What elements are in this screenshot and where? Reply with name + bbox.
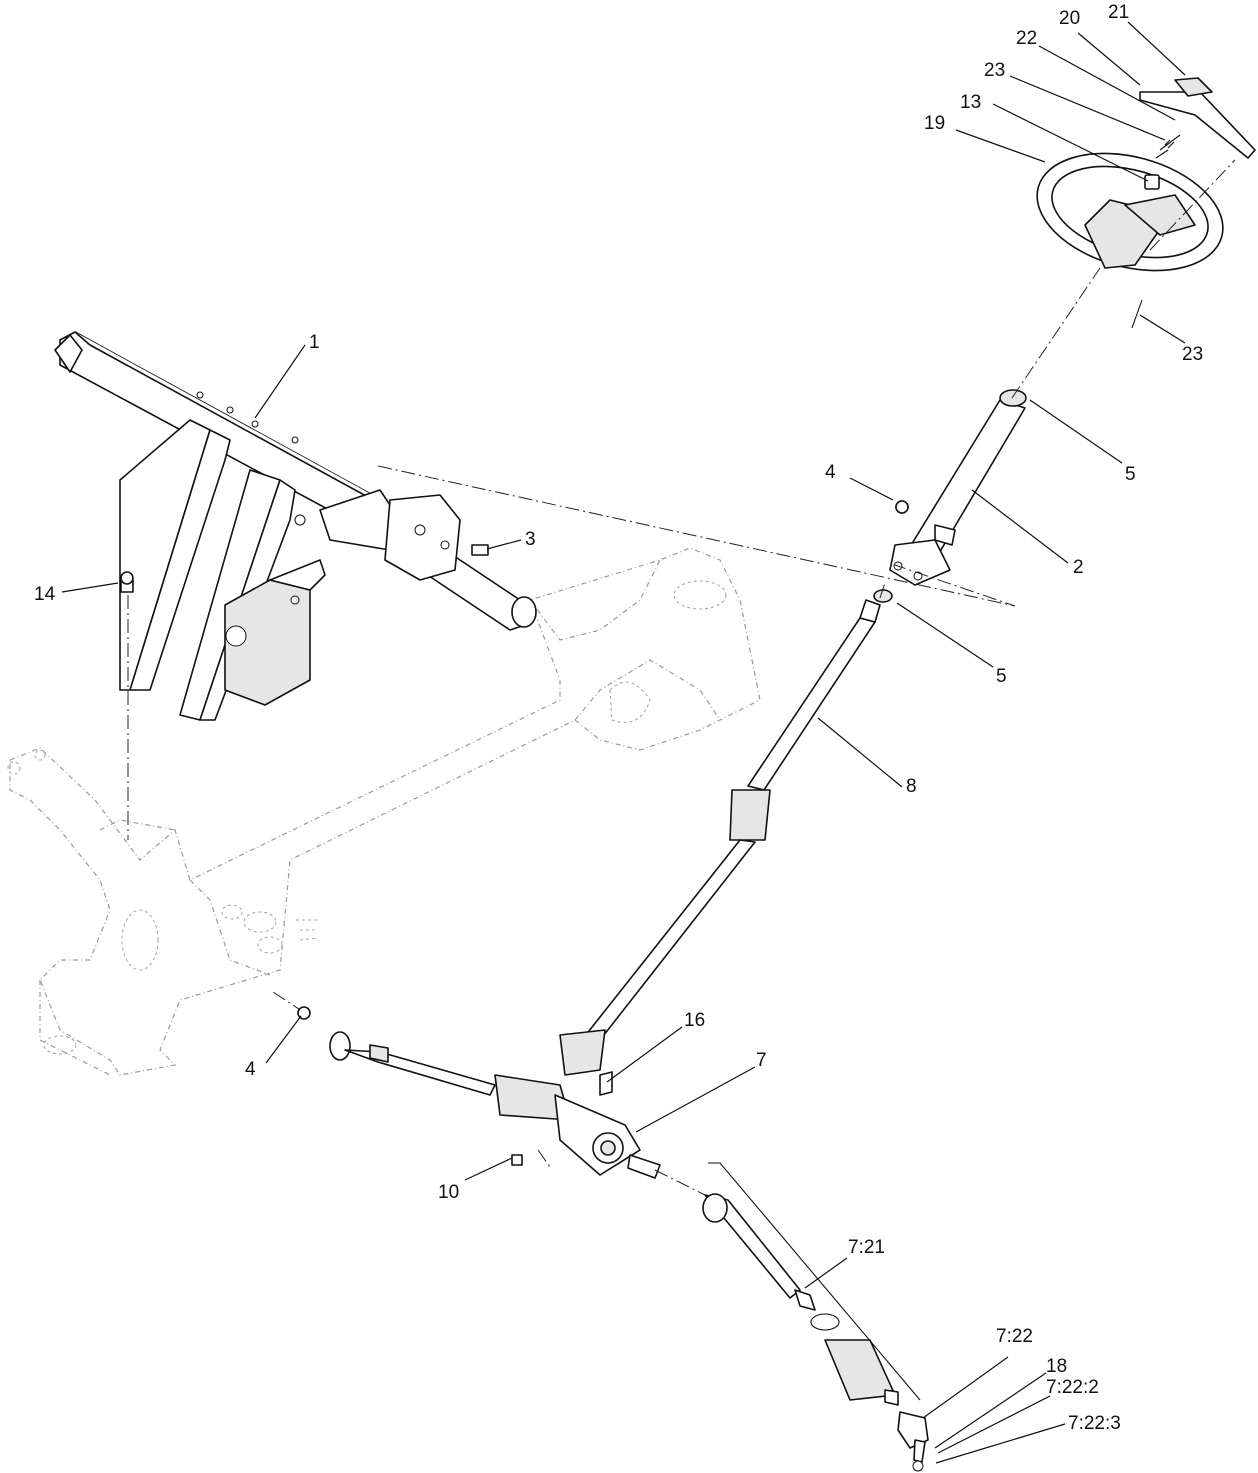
callout-5-lower: 5 xyxy=(996,666,1007,687)
callout-4-frame: 4 xyxy=(245,1059,256,1080)
callout-10: 10 xyxy=(438,1182,459,1203)
callout-1: 1 xyxy=(309,332,320,353)
steering-wheel-cap xyxy=(1139,77,1256,159)
callout-18: 18 xyxy=(1046,1356,1067,1377)
callout-7-22: 7:22 xyxy=(996,1326,1033,1347)
callout-3: 3 xyxy=(525,529,536,550)
callout-4-column: 4 xyxy=(825,462,836,483)
callout-20: 20 xyxy=(1059,8,1080,29)
callout-leaders xyxy=(61,21,1186,1464)
callout-23-upper: 23 xyxy=(984,60,1005,81)
callout-19: 19 xyxy=(924,113,945,134)
callout-5-upper: 5 xyxy=(1125,464,1136,485)
vehicle-frame-phantom xyxy=(7,547,761,1076)
steering-wheel xyxy=(1036,152,1224,272)
callout-21: 21 xyxy=(1108,2,1129,23)
inner-tie-rod xyxy=(702,1193,899,1406)
callout-14: 14 xyxy=(34,584,56,605)
callout-7: 7 xyxy=(756,1050,767,1071)
callout-7-21: 7:21 xyxy=(848,1237,885,1258)
callout-7-22-3: 7:22:3 xyxy=(1068,1413,1121,1434)
callout-7-22-2: 7:22:2 xyxy=(1046,1377,1099,1398)
steering-shaft xyxy=(559,589,893,1096)
steering-column xyxy=(889,389,1027,586)
callout-labels: 1 2 3 4 4 5 5 7 7:21 7:22 7:22:2 7:22:3 … xyxy=(34,2,1203,1434)
callout-8: 8 xyxy=(906,776,917,797)
steering-rack xyxy=(329,1031,661,1179)
callout-23-lower: 23 xyxy=(1182,344,1203,365)
wheel-hardware xyxy=(1131,134,1181,329)
assembly-center-lines xyxy=(127,159,1236,1401)
callout-22: 22 xyxy=(1016,28,1037,49)
callout-13: 13 xyxy=(960,92,981,113)
tie-rod-end xyxy=(897,1411,929,1472)
steering-support-frame xyxy=(54,331,537,721)
callout-2: 2 xyxy=(1073,557,1084,578)
callout-16: 16 xyxy=(684,1010,705,1031)
